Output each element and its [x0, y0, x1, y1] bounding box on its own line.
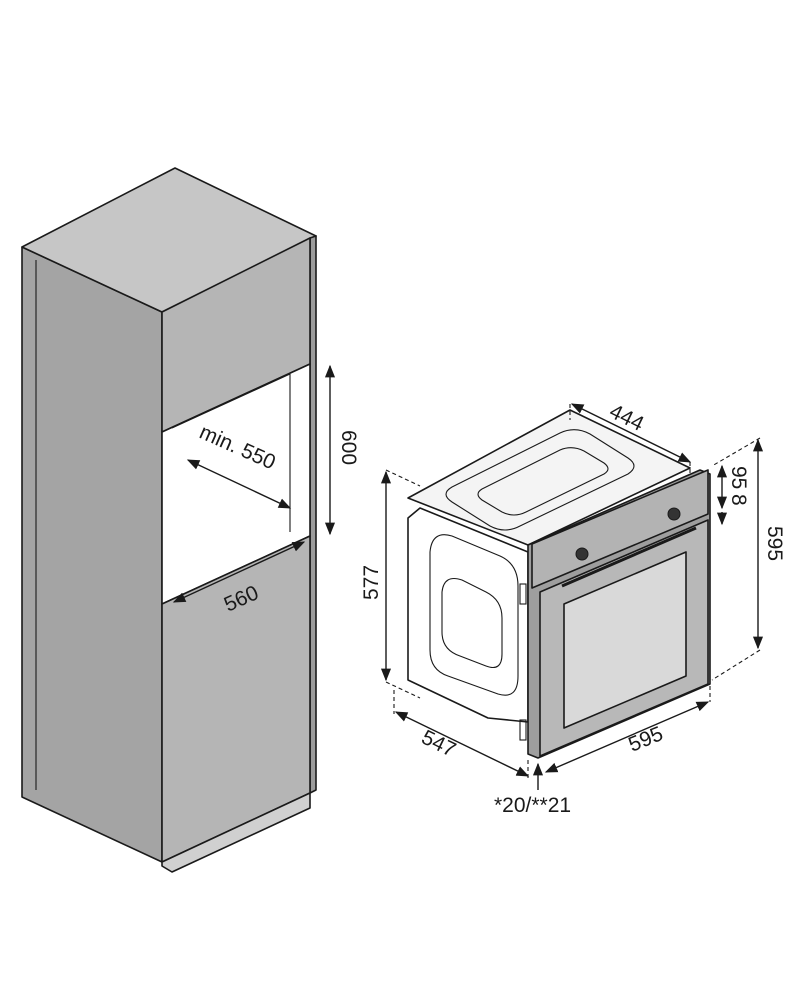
oven-body-height-label: 577	[360, 565, 383, 600]
oven-hinge	[519, 583, 527, 605]
oven-knob-left	[575, 547, 589, 561]
oven-illustration	[407, 409, 711, 759]
oven-glass	[563, 551, 687, 729]
oven-panel-offset-label: 8	[727, 494, 750, 506]
niche-height-label: 600	[337, 430, 360, 465]
cabinet-right-edge	[309, 235, 317, 794]
oven-control-panel	[531, 469, 709, 589]
oven-side-panel-inner	[441, 577, 503, 669]
door-projection-label: *20/**21	[494, 794, 571, 817]
dimension-arrow	[172, 541, 306, 603]
oven-total-height-label: 595	[763, 526, 786, 561]
oven-handle	[561, 526, 697, 588]
oven-side	[407, 507, 529, 723]
oven-side-panel	[429, 534, 519, 696]
oven-panel-height-label: 95	[727, 466, 750, 489]
oven-knob-right	[667, 507, 681, 521]
oven-depth-label: 547	[418, 726, 460, 762]
dimension-arrow	[570, 403, 692, 463]
cabinet-illustration	[21, 167, 317, 873]
dimension-arrow	[544, 701, 710, 773]
niche-inner-edge-top	[171, 373, 291, 429]
cabinet-plinth	[161, 792, 311, 873]
dimension-arrow	[186, 459, 292, 509]
cabinet-left-side	[21, 246, 163, 863]
oven-hinge	[519, 719, 527, 741]
oven-width-label: 595	[625, 722, 666, 756]
dimension-arrow	[394, 711, 530, 777]
